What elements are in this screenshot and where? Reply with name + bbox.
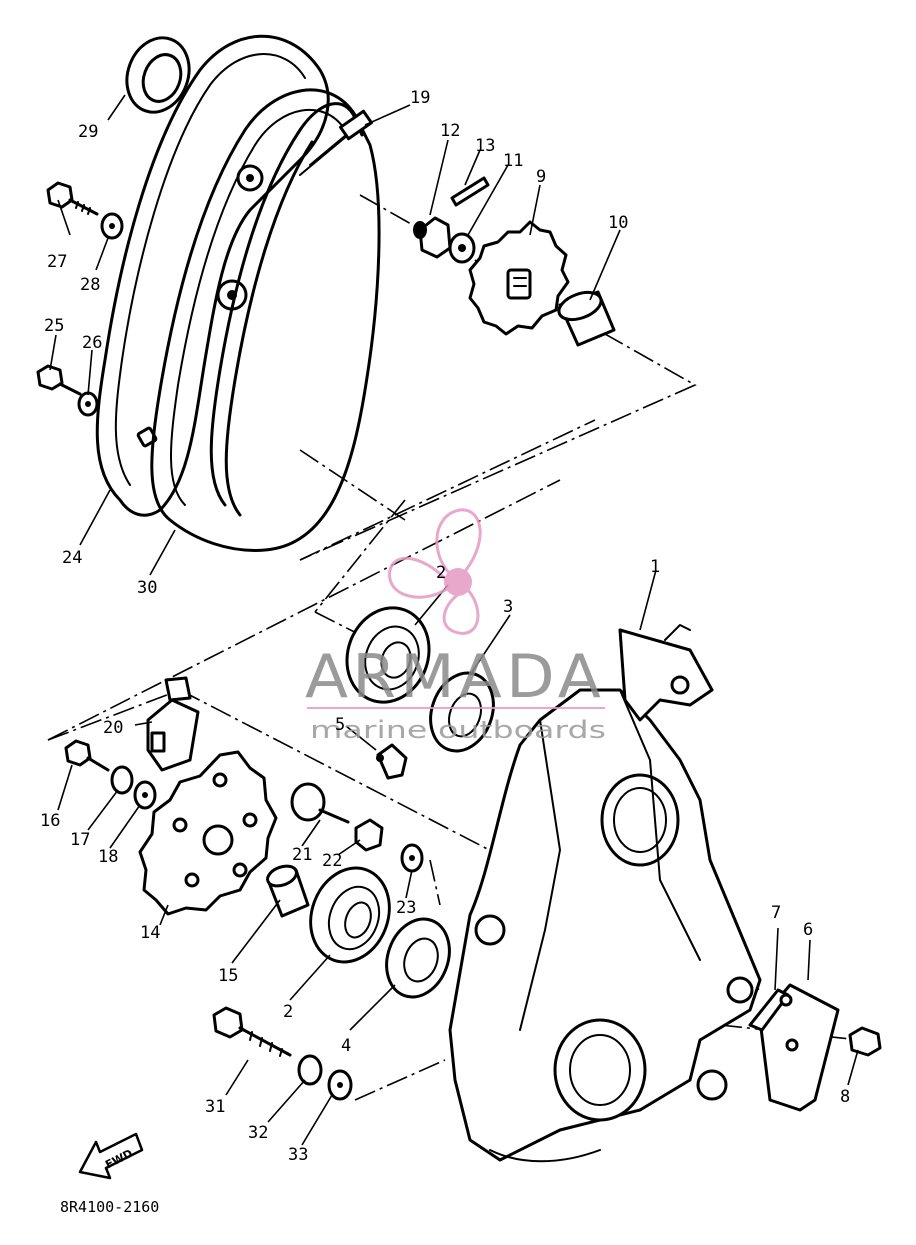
callout-22: 22 <box>322 851 342 871</box>
drawing-code: 8R4100-2160 <box>60 1198 159 1216</box>
watermark-tagline: marine outboards <box>310 716 606 744</box>
drive-housing <box>448 624 762 1163</box>
callout-18: 18 <box>98 847 118 867</box>
callout-21: 21 <box>292 845 312 865</box>
oil-seal <box>125 36 191 114</box>
callout-4: 4 <box>341 1036 351 1056</box>
callout-numbers: 1 2 3 2 4 5 6 7 8 9 10 11 12 13 14 15 16… <box>40 88 850 1165</box>
chain-case-cover <box>95 34 330 517</box>
callout-31: 31 <box>205 1097 225 1117</box>
callout-26: 26 <box>82 333 102 353</box>
callout-15: 15 <box>218 966 238 986</box>
fwd-arrow: FWD <box>78 1132 144 1180</box>
bearing-upper <box>345 606 431 704</box>
callout-1: 1 <box>650 557 660 577</box>
callout-9: 9 <box>536 167 546 187</box>
callout-29: 29 <box>78 122 98 142</box>
callout-25: 25 <box>44 316 64 336</box>
fitting-5 <box>376 743 408 780</box>
chain-tensioner <box>146 676 200 772</box>
callout-16: 16 <box>40 811 60 831</box>
propeller-icon <box>388 508 482 635</box>
callout-33: 33 <box>288 1145 308 1165</box>
callout-6: 6 <box>803 920 813 940</box>
chain-case-gasket <box>150 88 381 552</box>
cover-plate <box>748 983 882 1112</box>
callout-14: 14 <box>140 923 160 943</box>
callout-32: 32 <box>248 1123 268 1143</box>
callout-12: 12 <box>440 121 460 141</box>
callout-7: 7 <box>771 903 781 923</box>
callout-2-lower: 2 <box>283 1002 293 1022</box>
watermark-logo: ARMADA marine outboards <box>305 508 606 744</box>
fwd-arrow-icon <box>78 1132 144 1180</box>
callout-27: 27 <box>47 252 67 272</box>
housing-bolt <box>212 1006 353 1101</box>
callout-2-upper: 2 <box>436 563 446 583</box>
callout-5: 5 <box>335 715 345 735</box>
callout-11: 11 <box>503 151 523 171</box>
callout-23: 23 <box>396 898 416 918</box>
bearing-lower <box>309 866 391 964</box>
callout-30: 30 <box>137 578 157 598</box>
oil-seal-3 <box>429 671 495 753</box>
callout-28: 28 <box>80 275 100 295</box>
upper-sprocket-group <box>413 176 616 347</box>
cover-bolts <box>36 181 124 417</box>
oil-seal-4 <box>385 917 451 999</box>
callout-19: 19 <box>410 88 430 108</box>
watermark-brand: ARMADA <box>305 642 605 712</box>
callout-13: 13 <box>475 136 495 156</box>
callout-3: 3 <box>503 597 513 617</box>
callout-10: 10 <box>608 213 628 233</box>
drive-chain <box>209 102 373 517</box>
callout-20: 20 <box>103 718 123 738</box>
callout-17: 17 <box>70 830 90 850</box>
callout-8: 8 <box>840 1087 850 1107</box>
callout-24: 24 <box>62 548 82 568</box>
